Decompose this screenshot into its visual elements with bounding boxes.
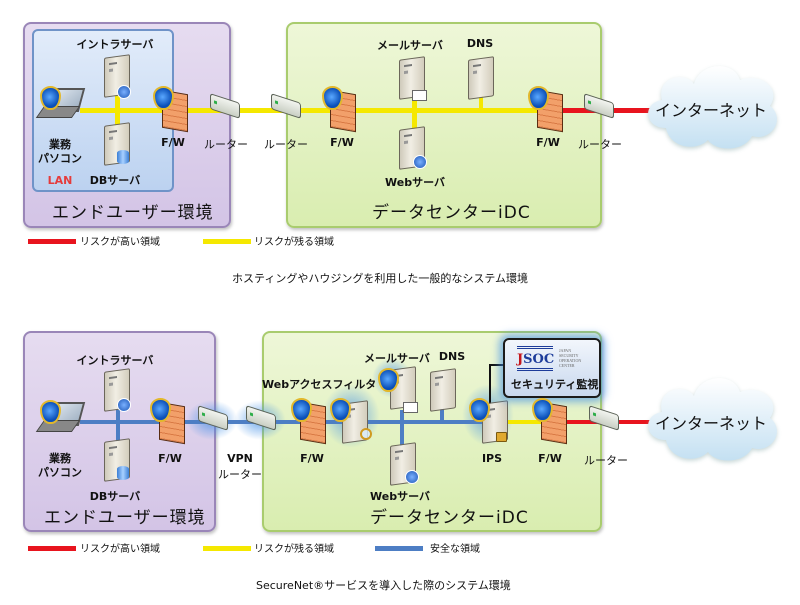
remaining-risk-line-vertical xyxy=(479,96,483,110)
database-icon xyxy=(117,150,129,164)
firewall-label: F/W xyxy=(538,452,562,465)
security-monitoring-label: セキュリティ監視 xyxy=(511,378,599,391)
remaining-risk-line-vertical xyxy=(412,96,417,130)
vpn-router-label-line1: VPN xyxy=(227,452,253,465)
lan-label: LAN xyxy=(47,174,73,187)
jsoc-logo: JSOC xyxy=(517,352,555,367)
shield-icon xyxy=(528,86,549,110)
legend-swatch-high-risk xyxy=(28,546,76,551)
legend-label-high-risk: リスクが高い領域 xyxy=(80,237,160,248)
shield-icon xyxy=(378,368,399,392)
web-server-label: Webサーバ xyxy=(370,490,430,503)
legend-swatch-safe xyxy=(375,546,423,551)
db-server-label: DBサーバ xyxy=(89,490,141,503)
router-label: ルーター xyxy=(264,138,308,151)
web-globe-icon xyxy=(117,398,131,412)
end-user-environment-label: エンドユーザー環境 xyxy=(44,508,206,528)
data-center-label: データセンターiDC xyxy=(372,203,531,223)
firewall-label: F/W xyxy=(300,452,324,465)
shield-icon xyxy=(40,86,61,110)
shield-icon xyxy=(532,398,553,422)
web-globe-icon xyxy=(405,470,419,484)
monitoring-connector-line xyxy=(489,364,491,404)
office-pc-label-line1: 業務 xyxy=(49,452,71,465)
data-center-label: データセンターiDC xyxy=(370,508,529,528)
web-server-label: Webサーバ xyxy=(385,176,445,189)
remaining-risk-line xyxy=(80,108,558,113)
end-user-environment-label: エンドユーザー環境 xyxy=(52,203,214,223)
safe-line-vertical xyxy=(440,404,444,422)
web-access-filter-label: Webアクセスフィルタ xyxy=(262,378,377,391)
mail-icon xyxy=(403,402,418,413)
web-globe-icon xyxy=(413,155,427,169)
web-globe-icon xyxy=(117,85,131,99)
lock-icon xyxy=(496,432,507,442)
router-label: ルーター xyxy=(204,138,248,151)
jsoc-logo-text: SOC xyxy=(523,352,555,367)
legend-swatch-high-risk xyxy=(28,239,76,244)
safe-line-vertical xyxy=(116,400,120,444)
legend-label-safe: 安全な領域 xyxy=(430,544,480,555)
jsoc-subtitle: JAPAN SECURITY OPERATION CENTER xyxy=(559,348,582,368)
legend-swatch-remaining-risk xyxy=(203,239,251,244)
database-icon xyxy=(117,466,129,480)
intra-server-label: イントラサーバ xyxy=(76,354,154,367)
internet-cloud-icon xyxy=(648,66,777,151)
safe-line-vertical xyxy=(400,410,404,446)
firewall-label: F/W xyxy=(158,452,182,465)
remaining-risk-line-vertical xyxy=(115,90,120,130)
office-pc-label-line1: 業務 xyxy=(49,138,71,151)
dns-label: DNS xyxy=(438,350,466,363)
office-pc-label-line2: パソコン xyxy=(38,152,82,165)
internet-label: インターネット xyxy=(655,101,768,120)
jsoc-logo-stripes xyxy=(517,346,553,350)
top-caption: ホスティングやハウジングを利用した一般的なシステム環境 xyxy=(232,272,529,285)
vpn-router-label-line2: ルーター xyxy=(218,468,262,481)
legend-label-remaining-risk: リスクが残る領域 xyxy=(254,544,334,555)
shield-icon xyxy=(469,398,490,422)
dns-label: DNS xyxy=(466,37,494,50)
ips-label: IPS xyxy=(481,452,503,465)
legend-label-remaining-risk: リスクが残る領域 xyxy=(254,237,334,248)
internet-label: インターネット xyxy=(655,414,768,433)
dns-server-icon xyxy=(468,56,494,100)
mail-server-label: メールサーバ xyxy=(377,39,443,52)
legend-label-high-risk: リスクが高い領域 xyxy=(80,544,160,555)
shield-icon xyxy=(322,86,343,110)
security-monitoring-box: JSOC JAPAN SECURITY OPERATION CENTER セキュ… xyxy=(503,338,601,398)
shield-icon xyxy=(150,398,171,422)
remaining-risk-line xyxy=(500,420,556,424)
shield-icon xyxy=(330,398,351,422)
bottom-caption: SecureNet®サービスを導入した際のシステム環境 xyxy=(256,579,511,592)
legend-swatch-remaining-risk xyxy=(203,546,251,551)
firewall-label: F/W xyxy=(161,136,185,149)
mail-icon xyxy=(412,90,427,101)
shield-icon xyxy=(291,398,312,422)
monitoring-connector-line xyxy=(489,364,503,366)
db-server-label: DBサーバ xyxy=(89,174,141,187)
magnifier-icon xyxy=(360,428,372,440)
dns-server-icon xyxy=(430,368,456,412)
router-label: ルーター xyxy=(584,454,628,467)
safe-line xyxy=(80,420,500,424)
firewall-label: F/W xyxy=(536,136,560,149)
internet-cloud-icon xyxy=(648,378,777,463)
intra-server-label: イントラサーバ xyxy=(76,38,154,51)
router-label: ルーター xyxy=(578,138,622,151)
shield-icon xyxy=(40,400,61,424)
mail-server-label: メールサーバ xyxy=(364,352,430,365)
office-pc-label-line2: パソコン xyxy=(38,466,82,479)
shield-icon xyxy=(153,86,174,110)
firewall-label: F/W xyxy=(330,136,354,149)
jsoc-logo-stripes xyxy=(517,368,553,372)
